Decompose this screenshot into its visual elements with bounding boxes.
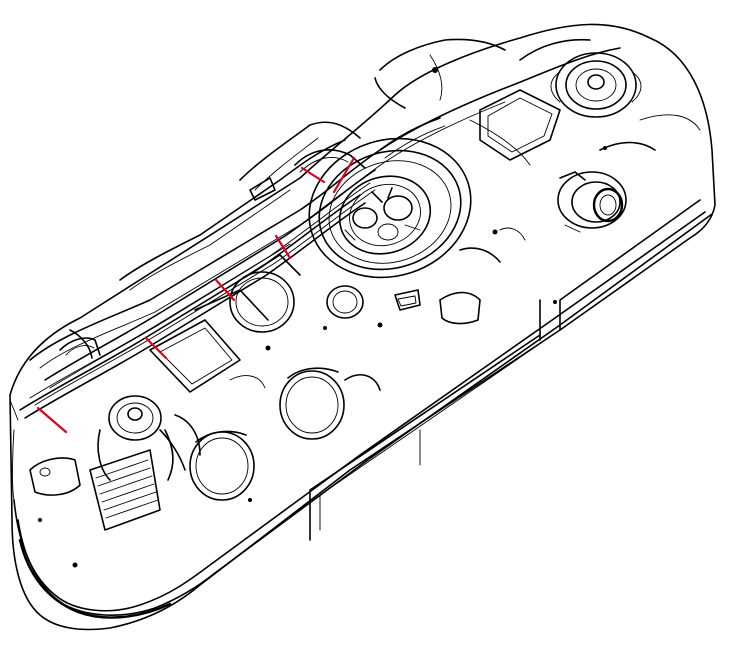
callout-markers (36, 156, 356, 434)
pockets-and-ribs (9, 177, 526, 421)
filler-neck-ring (550, 52, 642, 118)
rivets (38, 67, 607, 568)
sender-and-shield (29, 395, 201, 531)
vent-connector (557, 171, 627, 233)
tank-outline (9, 23, 716, 631)
callout-marker-2 (144, 336, 168, 360)
callout-marker-1 (36, 406, 68, 434)
fuel-pump-module (308, 137, 472, 311)
tube-bundle (19, 117, 446, 419)
callout-marker-5 (300, 166, 326, 184)
sump-bosses (189, 271, 364, 501)
callout-marker-6 (332, 156, 356, 194)
callout-marker-4 (274, 234, 292, 260)
callout-marker-3 (214, 278, 236, 302)
